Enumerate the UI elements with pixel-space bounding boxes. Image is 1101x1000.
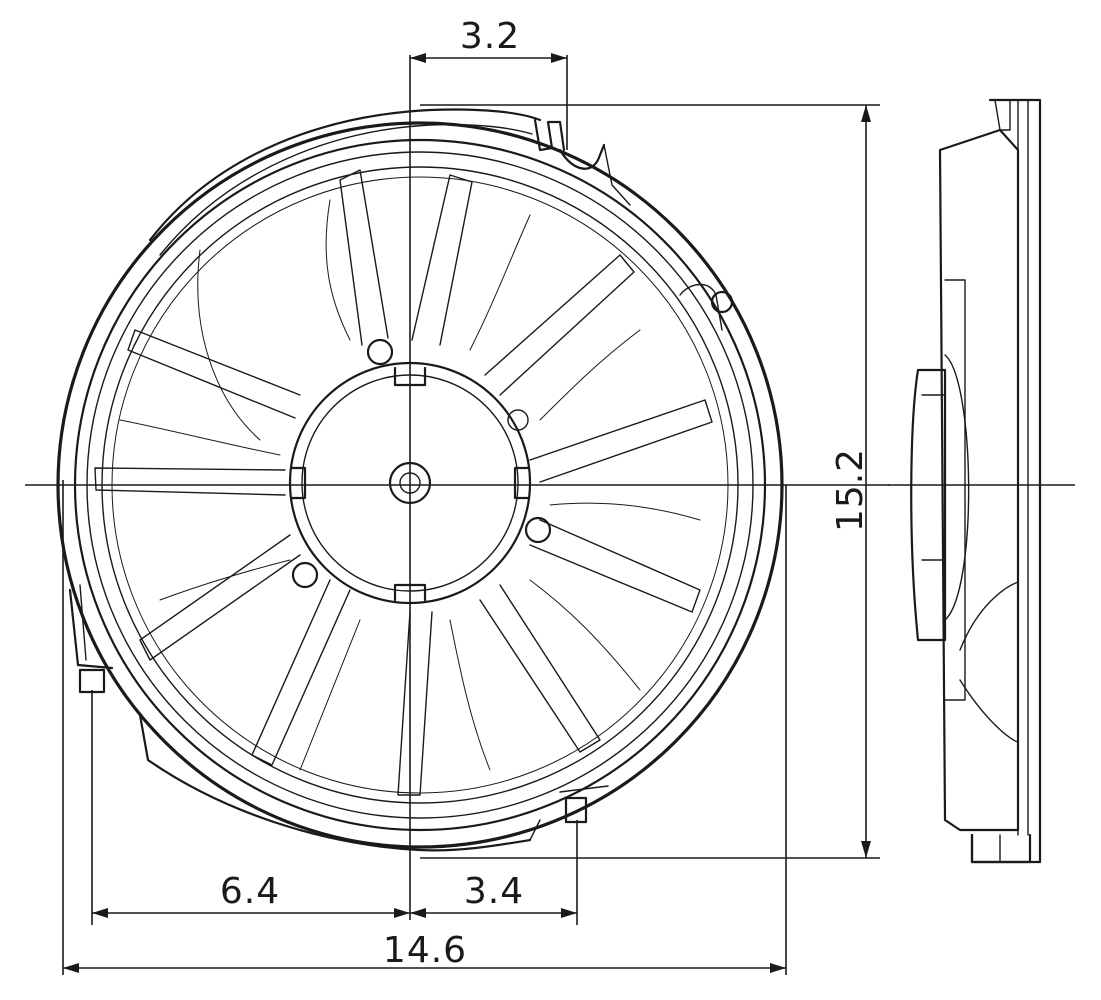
bolt-boss <box>524 516 552 544</box>
bolt-boss <box>291 561 319 589</box>
dimension-left-mount-label: 6.4 <box>220 871 280 912</box>
fan-blade <box>94 467 286 496</box>
dimension-right-mount-label: 3.4 <box>464 871 524 912</box>
fan-blade <box>411 174 473 346</box>
bolt-boss <box>366 338 394 366</box>
fan-blade <box>479 584 601 753</box>
dimension-height-label: 15.2 <box>830 448 871 532</box>
fan-blade <box>127 329 301 419</box>
fan-blade <box>339 169 389 346</box>
fan-blade <box>529 519 701 613</box>
fan-blade <box>529 399 713 483</box>
fan-front-view <box>25 55 890 920</box>
dimension-top-offset-label: 3.2 <box>460 16 520 57</box>
fan-blade <box>397 611 433 796</box>
fan-blade <box>484 254 635 396</box>
fan-side-view <box>888 98 1075 864</box>
dimension-lines <box>62 53 880 975</box>
fan-hub <box>288 338 552 605</box>
fan-blade <box>139 534 301 661</box>
fan-blade <box>251 579 351 766</box>
fan-shroud <box>56 108 784 852</box>
fan-blades <box>94 169 713 796</box>
dimension-overall-width-label: 14.6 <box>383 930 467 971</box>
